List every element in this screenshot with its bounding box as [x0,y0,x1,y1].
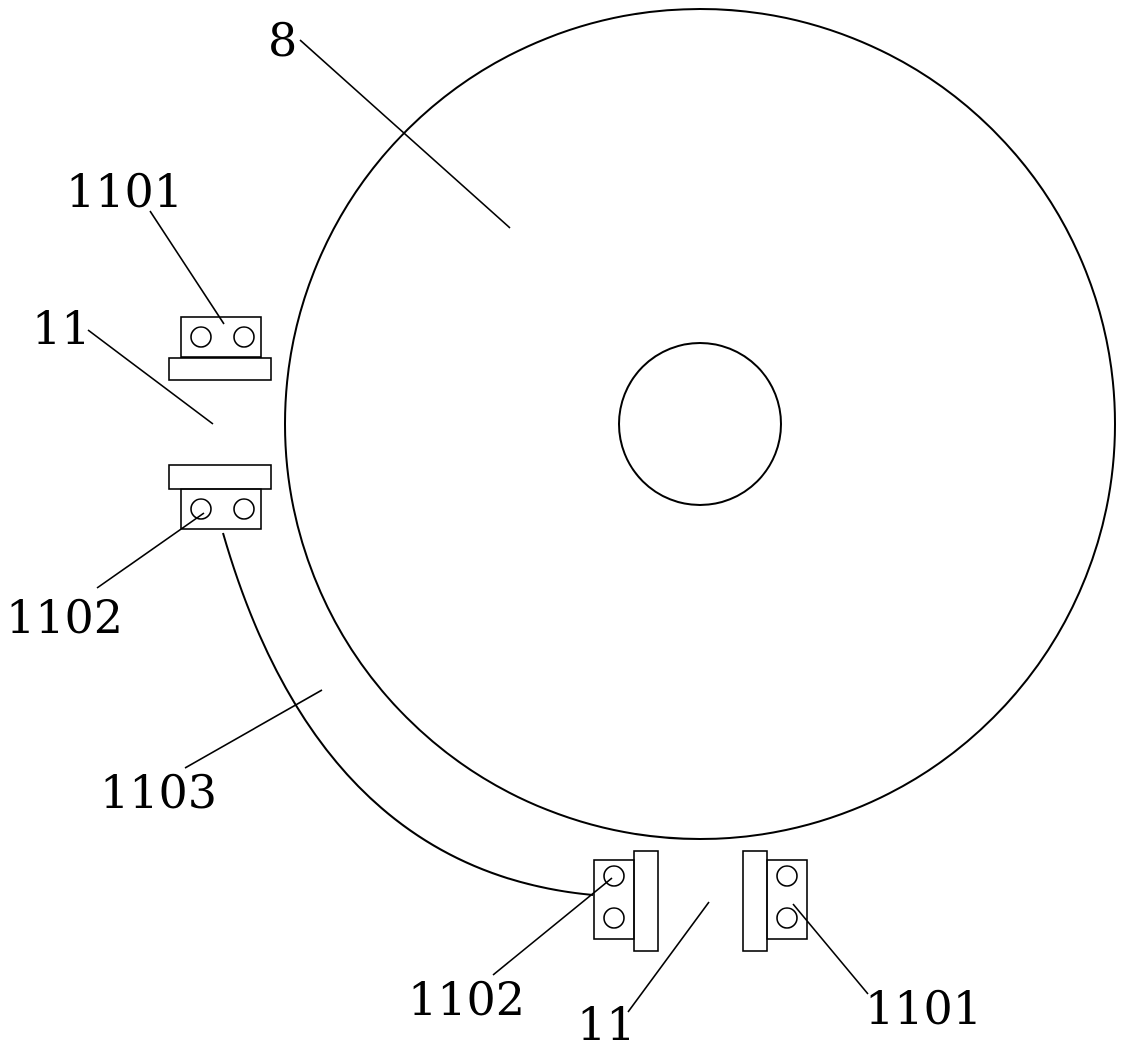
label-lower-assembly: 11 [577,997,636,1051]
disc-center-hole [618,342,782,506]
label-guide-arc: 1103 [100,765,217,819]
leader-disc [299,39,511,229]
label-disc: 8 [268,13,297,67]
label-upper-assembly: 11 [32,301,91,355]
guide-arc [222,532,594,896]
label-upper-clamp-top: 1101 [66,164,183,218]
label-lower-clamp-right: 1101 [865,981,982,1035]
lower-clamp-left [593,850,659,952]
leader-upper-clamp-top [149,210,225,325]
leader-upper-assembly [87,329,214,425]
leader-guide-arc [184,689,323,769]
lower-clamp-right [742,850,808,952]
disc-outer [284,8,1116,840]
label-lower-clamp-left: 1102 [408,972,525,1026]
leader-lower-assembly [627,901,710,1013]
upper-clamp-top [168,316,272,381]
leader-upper-clamp-bottom [96,512,205,589]
leader-lower-clamp-right [792,903,869,995]
upper-clamp-bottom [168,464,272,530]
label-upper-clamp-bottom: 1102 [6,590,123,644]
leader-lower-clamp-left [492,877,613,976]
